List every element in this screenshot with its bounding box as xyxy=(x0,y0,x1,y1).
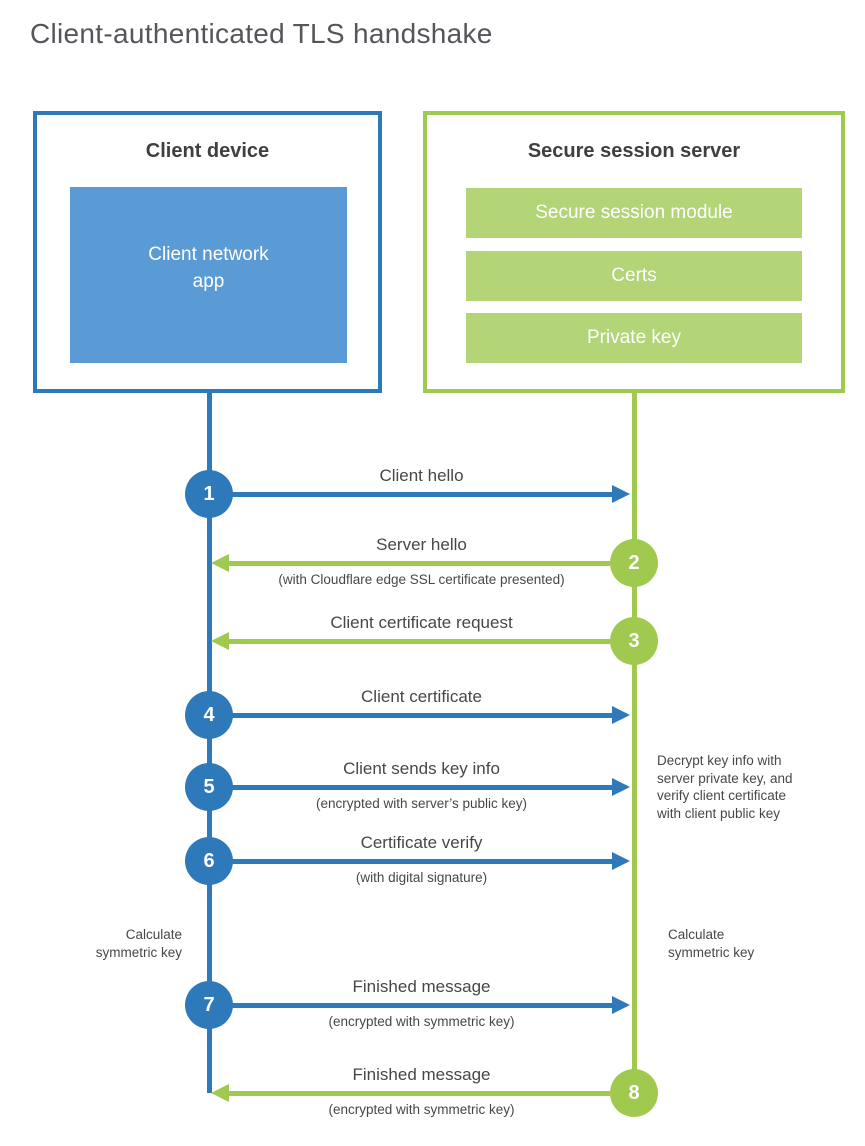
client-calculate-symmetric-key-note: Calculate symmetric key xyxy=(95,927,182,960)
step-3-label: Client certificate request xyxy=(330,613,513,632)
step-8-marker: 8 xyxy=(610,1069,658,1117)
step-4-number: 4 xyxy=(203,703,215,726)
step-8-label: Finished message xyxy=(352,1065,491,1084)
step-3-number: 3 xyxy=(628,629,640,652)
step-4-marker: 4 xyxy=(185,691,233,739)
step-2-number: 2 xyxy=(628,551,640,574)
step-2-sublabel: (with Cloudflare edge SSL certificate pr… xyxy=(278,572,565,587)
step-8-arrow-left xyxy=(211,1084,610,1102)
step-7-sublabel: (encrypted with symmetric key) xyxy=(328,1014,515,1029)
step-5-sublabel: (encrypted with server’s public key) xyxy=(315,796,528,811)
step-8-number: 8 xyxy=(628,1081,640,1104)
server-module-private-key: Private key xyxy=(466,313,802,363)
server-module-certs: Certs xyxy=(466,251,802,301)
step-4-label: Client certificate xyxy=(361,687,482,706)
step-2-arrow-left xyxy=(211,554,610,572)
step-5-number: 5 xyxy=(203,775,215,798)
step-2-label: Server hello xyxy=(376,535,467,554)
step-8-sublabel: (encrypted with symmetric key) xyxy=(328,1102,515,1117)
step-7-arrow-right xyxy=(231,996,630,1014)
client-device-title: Client device xyxy=(145,140,270,162)
page-title: Client-authenticated TLS handshake xyxy=(30,18,493,49)
step-1-marker: 1 xyxy=(185,470,233,518)
step-5-label: Client sends key info xyxy=(343,759,500,778)
client-device-box: Client device Client network app xyxy=(33,111,382,393)
step-3-marker: 3 xyxy=(610,617,658,665)
step-1-number: 1 xyxy=(203,482,215,505)
step-1-arrow-right xyxy=(231,485,630,503)
step-6-sublabel: (with digital signature) xyxy=(355,870,488,885)
server-decrypt-note: Decrypt key info with server private key… xyxy=(657,753,793,821)
step-7-number: 7 xyxy=(203,993,215,1016)
step-7-label: Finished message xyxy=(352,977,491,996)
secure-session-server-title: Secure session server xyxy=(527,140,741,162)
step-6-number: 6 xyxy=(203,849,215,872)
step-2-marker: 2 xyxy=(610,539,658,587)
step-3-arrow-left xyxy=(211,632,610,650)
server-module-secure-session: Secure session module xyxy=(466,188,802,238)
step-6-label: Certificate verify xyxy=(360,833,483,852)
step-1-label: Client hello xyxy=(379,466,464,485)
step-6-arrow-right xyxy=(231,852,630,870)
server-lifeline xyxy=(632,391,637,1093)
client-lifeline xyxy=(207,391,212,1093)
step-6-marker: 6 xyxy=(185,837,233,885)
secure-session-server-box: Secure session server Secure session mod… xyxy=(423,111,845,393)
step-4-arrow-right xyxy=(231,706,630,724)
server-calculate-symmetric-key-note: Calculate symmetric key xyxy=(668,927,755,960)
step-7-marker: 7 xyxy=(185,981,233,1029)
step-5-arrow-right xyxy=(231,778,630,796)
client-network-app-box: Client network app xyxy=(70,187,347,363)
step-5-marker: 5 xyxy=(185,763,233,811)
